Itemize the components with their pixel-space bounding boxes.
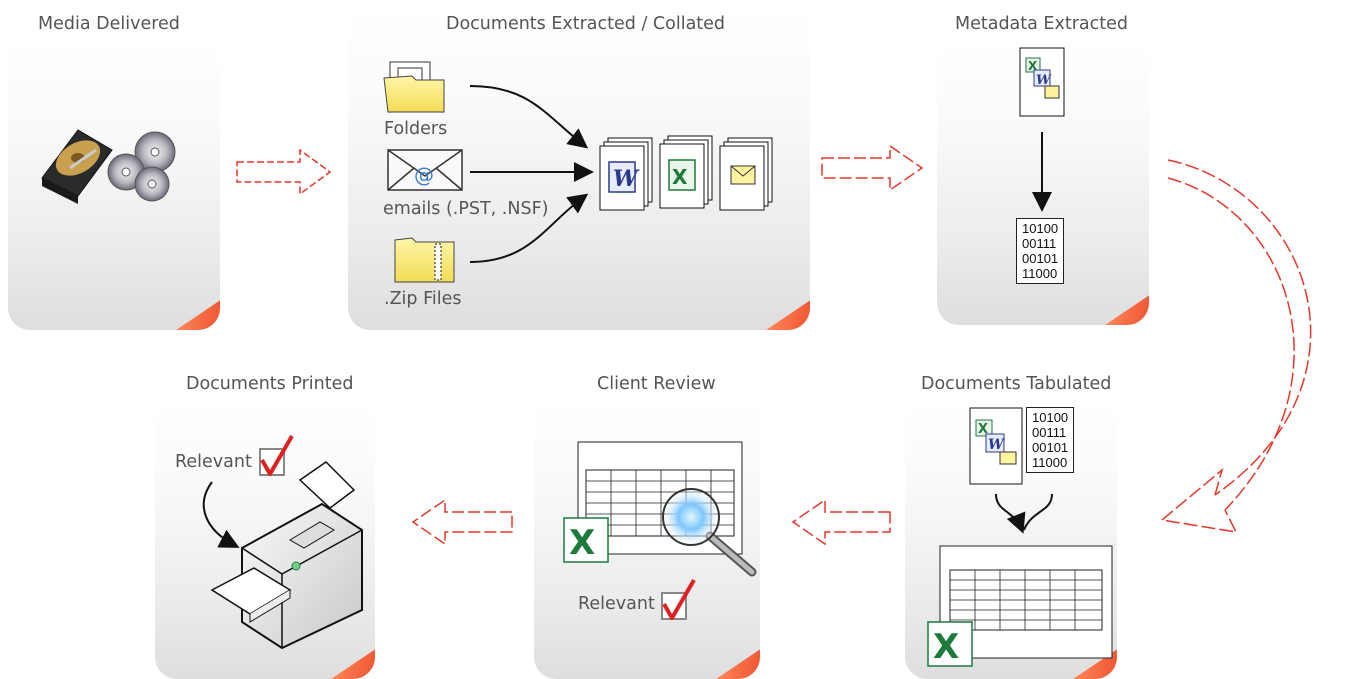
collate-arrows: [469, 85, 594, 263]
cd-icon: [107, 131, 176, 202]
binary-row: 00111: [1022, 236, 1057, 251]
binary-row: 10100: [1022, 221, 1059, 236]
arrow-review-to-printed: [411, 498, 513, 546]
relevant-label-printed: Relevant: [175, 452, 252, 472]
relevant-label-review: Relevant: [578, 594, 655, 614]
excel-icon: X: [927, 621, 973, 667]
arrow-curve-metadata-to-tabulated: [1160, 159, 1312, 533]
checkmark-icon: [661, 578, 696, 620]
zip-label: .Zip Files: [384, 289, 462, 309]
metadata-binary-table: 10100 00111 00101 11000: [1016, 218, 1065, 284]
title-documents-extracted: Documents Extracted / Collated: [446, 14, 726, 34]
svg-text:X: X: [933, 627, 959, 667]
svg-text:X: X: [672, 165, 688, 189]
svg-text:W: W: [988, 437, 1005, 453]
binary-row: 11000: [1022, 266, 1058, 281]
feed-arrow: [202, 481, 240, 548]
checkmark-icon: [259, 434, 294, 476]
svg-text:@: @: [414, 163, 434, 187]
title-media-delivered: Media Delivered: [38, 14, 180, 34]
tabulated-doc-icon: X W: [969, 407, 1023, 485]
binary-row: 00101: [1022, 251, 1059, 266]
svg-text:X: X: [1028, 59, 1038, 73]
mail-doc-icon: [719, 137, 773, 211]
svg-text:W: W: [613, 166, 640, 192]
merge-arrows: [995, 493, 1053, 534]
svg-text:X: X: [978, 422, 988, 437]
excel-icon: X: [563, 517, 609, 563]
title-metadata-extracted: Metadata Extracted: [955, 14, 1128, 34]
zip-folder-icon: [394, 237, 455, 283]
tabulated-spreadsheet: [939, 545, 1113, 659]
arrow-media-to-extract: [236, 148, 332, 196]
folders-label: Folders: [384, 119, 448, 139]
magnifier-icon: [662, 488, 757, 577]
title-client-review: Client Review: [597, 374, 716, 394]
emails-label: emails (.PST, .NSF): [383, 199, 549, 219]
arrow-tabulated-to-review: [791, 498, 891, 546]
word-doc-icon: W: [599, 137, 653, 211]
metadata-doc-icon: X W: [1019, 47, 1065, 117]
binary-row: 00101: [1032, 440, 1069, 455]
arrow-extract-to-metadata: [821, 144, 924, 192]
hard-drive-icon: [41, 129, 113, 204]
svg-text:X: X: [569, 523, 595, 563]
printer-icon: [210, 461, 363, 650]
binary-row: 00111: [1032, 425, 1067, 440]
envelope-icon: @: [387, 149, 463, 191]
tabulated-binary-table: 10100 00111 00101 11000: [1026, 407, 1075, 473]
svg-text:W: W: [1036, 73, 1052, 88]
excel-doc-icon: X: [659, 135, 713, 209]
title-documents-printed: Documents Printed: [186, 374, 354, 394]
title-documents-tabulated: Documents Tabulated: [921, 374, 1112, 394]
binary-row: 11000: [1032, 455, 1068, 470]
binary-row: 10100: [1032, 410, 1069, 425]
folder-icon: [383, 61, 445, 113]
